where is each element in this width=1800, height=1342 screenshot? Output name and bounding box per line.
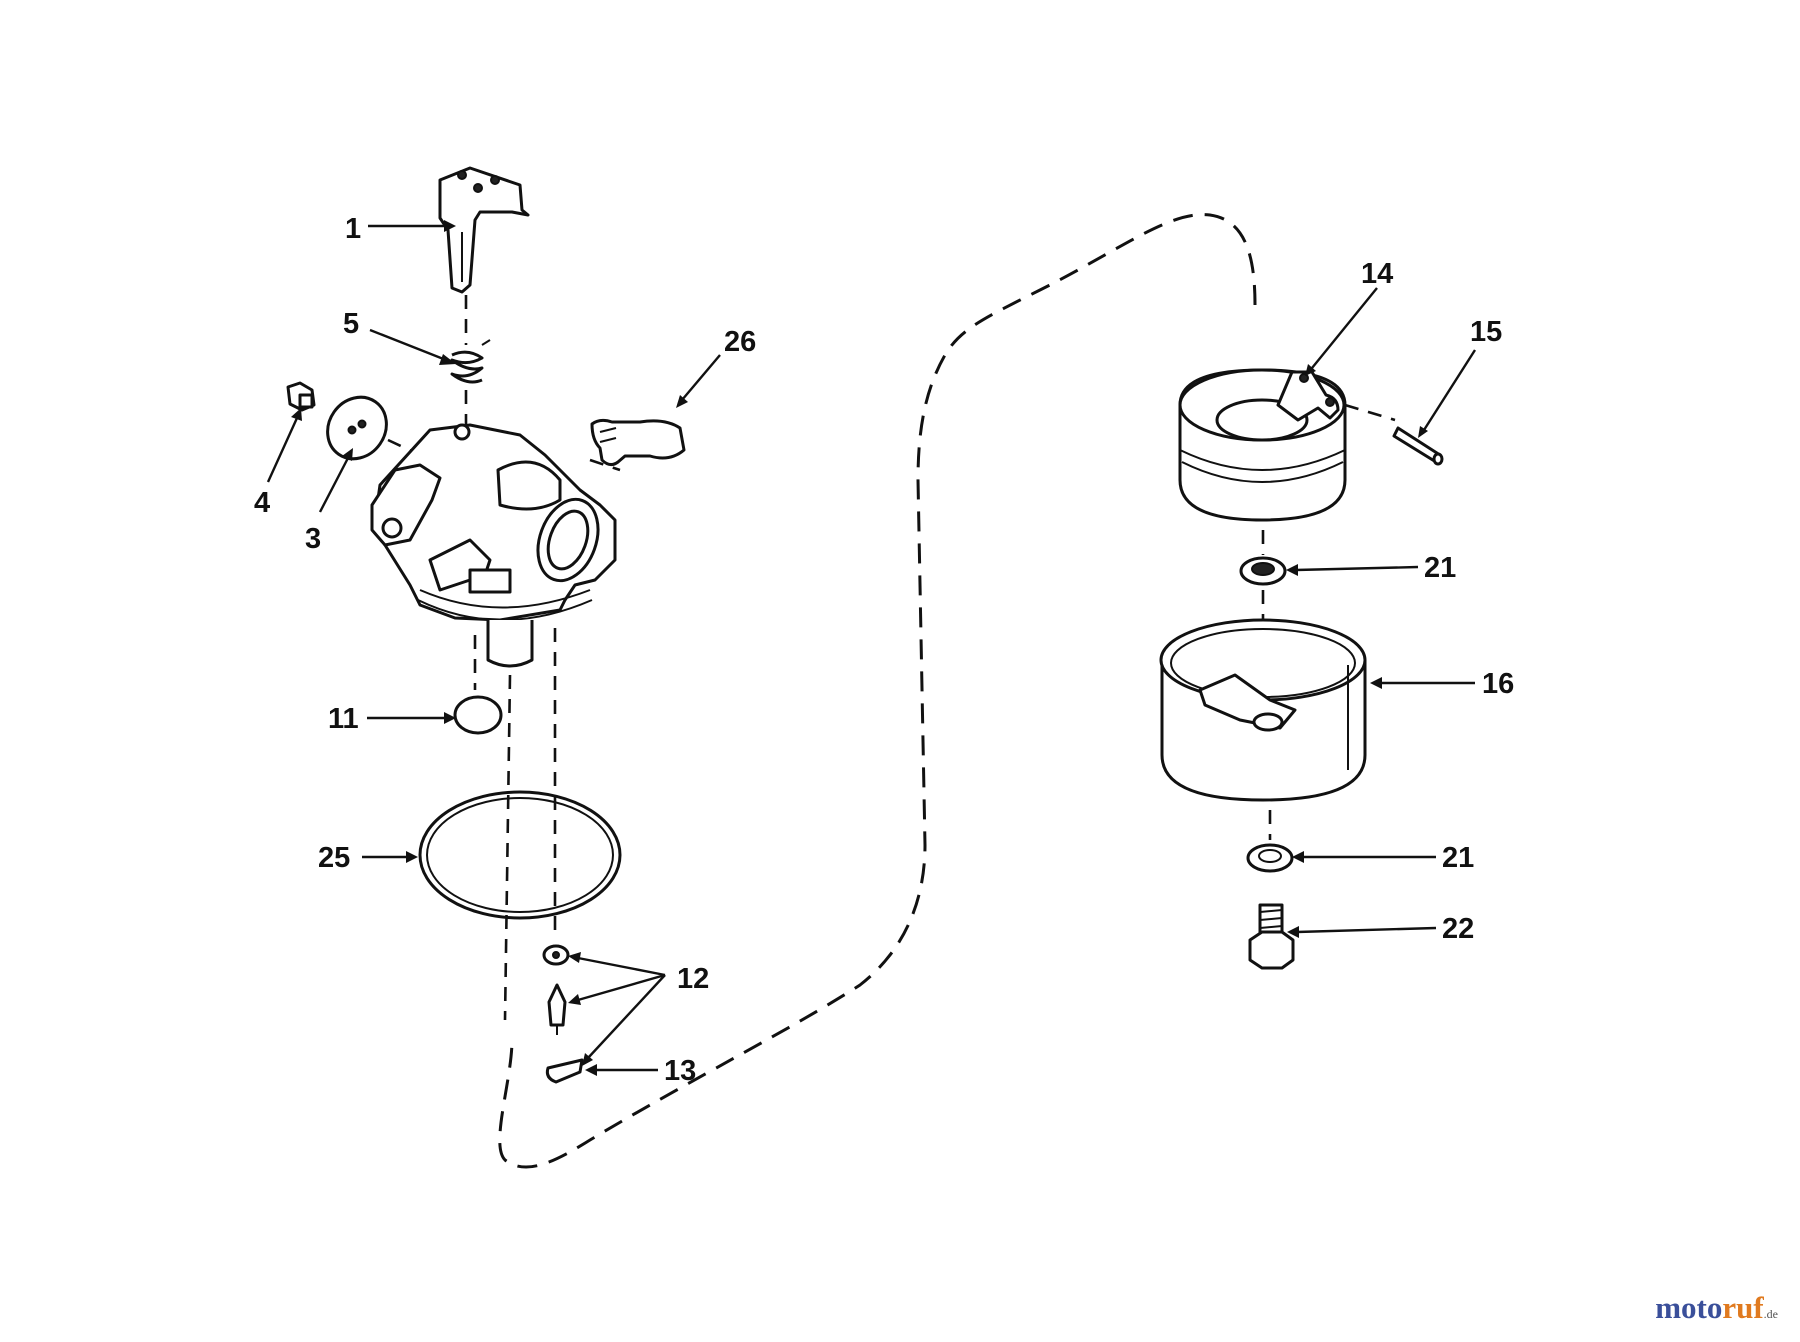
callout-21-upper: 21 — [1424, 552, 1456, 584]
callout-15: 15 — [1470, 316, 1502, 348]
dashed-guide — [503, 674, 512, 1021]
watermark-logo: motoruf.de — [1655, 1290, 1778, 1326]
watermark-text-moto: moto — [1655, 1290, 1723, 1325]
callout-26: 26 — [724, 326, 756, 358]
float-hinge-pin-part — [1392, 426, 1444, 466]
dashed-guide — [1344, 403, 1396, 422]
throttle-shaft-part — [438, 166, 530, 294]
throttle-plate-part — [326, 395, 388, 461]
leader-lines — [266, 220, 1477, 1076]
dashed-guide — [589, 458, 621, 472]
watermark-text-domain: .de — [1763, 1307, 1778, 1321]
callout-1: 1 — [345, 213, 361, 245]
welch-plug-part — [453, 695, 503, 735]
float-bowl-washer-upper-part — [1239, 556, 1287, 586]
callout-13: 13 — [664, 1055, 696, 1087]
watermark-text-ruf: ruf — [1722, 1290, 1764, 1325]
callout-5: 5 — [343, 308, 359, 340]
callout-4: 4 — [254, 487, 270, 519]
inlet-needle-seat-part — [542, 944, 570, 1035]
callout-11: 11 — [328, 703, 359, 735]
callout-14: 14 — [1361, 258, 1393, 290]
callout-25: 25 — [318, 842, 350, 874]
callout-12: 12 — [677, 963, 709, 995]
callout-3: 3 — [305, 523, 321, 555]
bowl-gasket-part — [418, 790, 622, 920]
float-part — [1178, 368, 1347, 522]
callout-21-lower: 21 — [1442, 842, 1474, 874]
carburetor-body-part — [370, 423, 617, 668]
assembly-route-line — [498, 213, 1257, 1169]
throttle-plate-screw-part — [286, 381, 316, 412]
fuel-inlet-fitting-part — [590, 418, 686, 467]
float-bowl-washer-lower-part — [1246, 843, 1294, 873]
float-bowl-screw-part — [1248, 903, 1295, 970]
float-bowl-part — [1159, 618, 1367, 802]
throttle-spring-part — [450, 339, 491, 384]
callout-22: 22 — [1442, 913, 1474, 945]
callout-16: 16 — [1482, 668, 1514, 700]
needle-clip-part — [545, 1058, 584, 1084]
